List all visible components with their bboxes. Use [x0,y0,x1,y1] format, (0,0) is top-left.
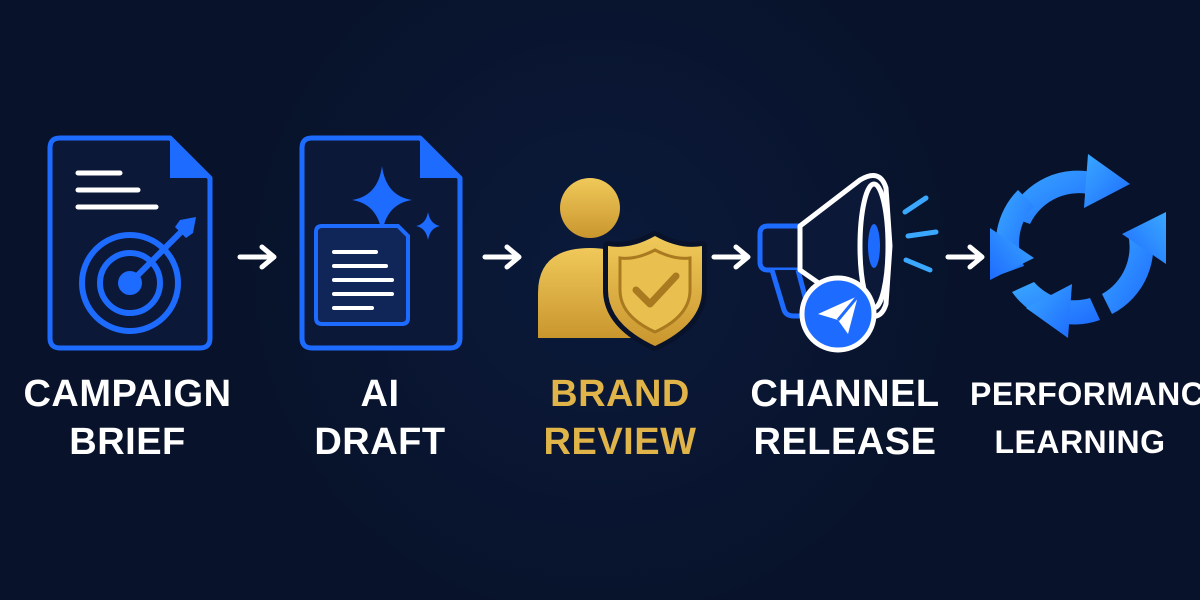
megaphone-send-icon [757,173,939,353]
step-label-line2: REVIEW [543,421,697,463]
step-label-ai-draft: AI DRAFT [280,370,480,466]
step-label-line1: CHANNEL [750,373,940,415]
step-channel-release: CHANNEL RELEASE [740,0,950,600]
step-label-performance-learning: PERFORMANCE LEARNING [970,370,1200,466]
document-target-icon [47,135,213,351]
arrow-right-icon [945,244,985,270]
step-label-line1: BRAND [550,373,690,415]
document-sparkle-icon [299,135,463,351]
step-ai-draft: AI DRAFT [280,0,480,600]
step-label-line2: DRAFT [314,421,446,463]
arrow-right-icon [711,244,751,270]
step-label-campaign-brief: CAMPAIGN BRIEF [20,370,235,466]
step-label-line1: AI [360,373,400,415]
step-label-line2: RELEASE [753,421,937,463]
step-label-line1: PERFORMANCE [970,376,1200,412]
step-label-channel-release: CHANNEL RELEASE [740,370,950,466]
cycle-arrows-icon [990,154,1166,338]
person-shield-check-icon [538,178,707,351]
step-brand-review: BRAND REVIEW [520,0,720,600]
step-performance-learning: PERFORMANCE LEARNING [970,0,1200,600]
arrow-right-icon [482,244,522,270]
step-label-line1: CAMPAIGN [23,373,232,415]
step-campaign-brief: CAMPAIGN BRIEF [20,0,235,600]
arrow-right-icon [237,244,277,270]
step-label-brand-review: BRAND REVIEW [520,370,720,466]
step-label-line2: LEARNING [994,424,1166,460]
step-label-line2: BRIEF [69,421,186,463]
